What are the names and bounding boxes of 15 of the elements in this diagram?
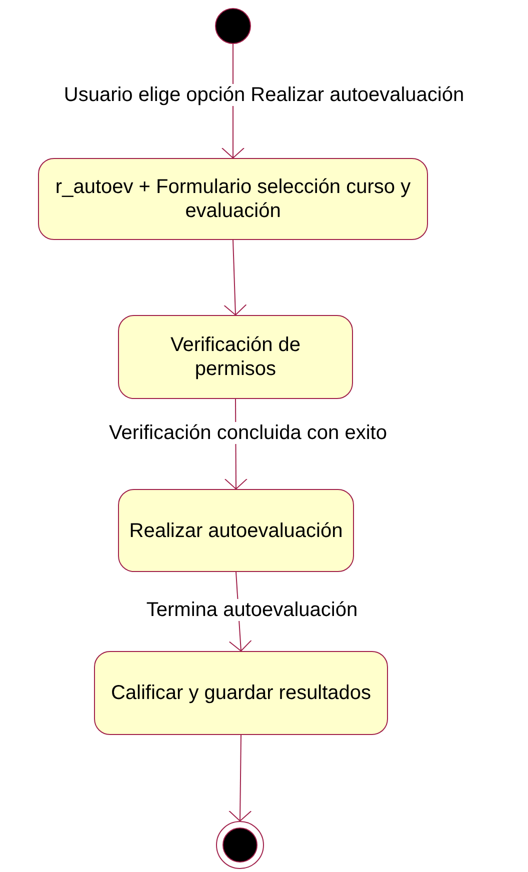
state-box xyxy=(38,158,428,240)
state-box xyxy=(118,489,354,572)
state-label: r_autoev + Formulario selección curso y evaluación xyxy=(54,175,412,223)
edge-label: Usuario elige opción Realizar autoevaluación xyxy=(64,84,464,106)
state-box xyxy=(118,315,353,399)
edge-label: Verificación concluida con exito xyxy=(109,422,387,444)
state-label: Verificación de permisos xyxy=(169,333,302,381)
state-box xyxy=(94,651,388,735)
state-label: Calificar y guardar resultados xyxy=(110,681,372,705)
initial-state xyxy=(215,8,251,44)
final-state xyxy=(216,821,264,869)
state-label: Realizar autoevaluación xyxy=(129,518,343,542)
transition-arrow xyxy=(224,240,247,316)
transition-arrow xyxy=(228,734,252,822)
edge-label: Termina autoevaluación xyxy=(146,599,358,621)
